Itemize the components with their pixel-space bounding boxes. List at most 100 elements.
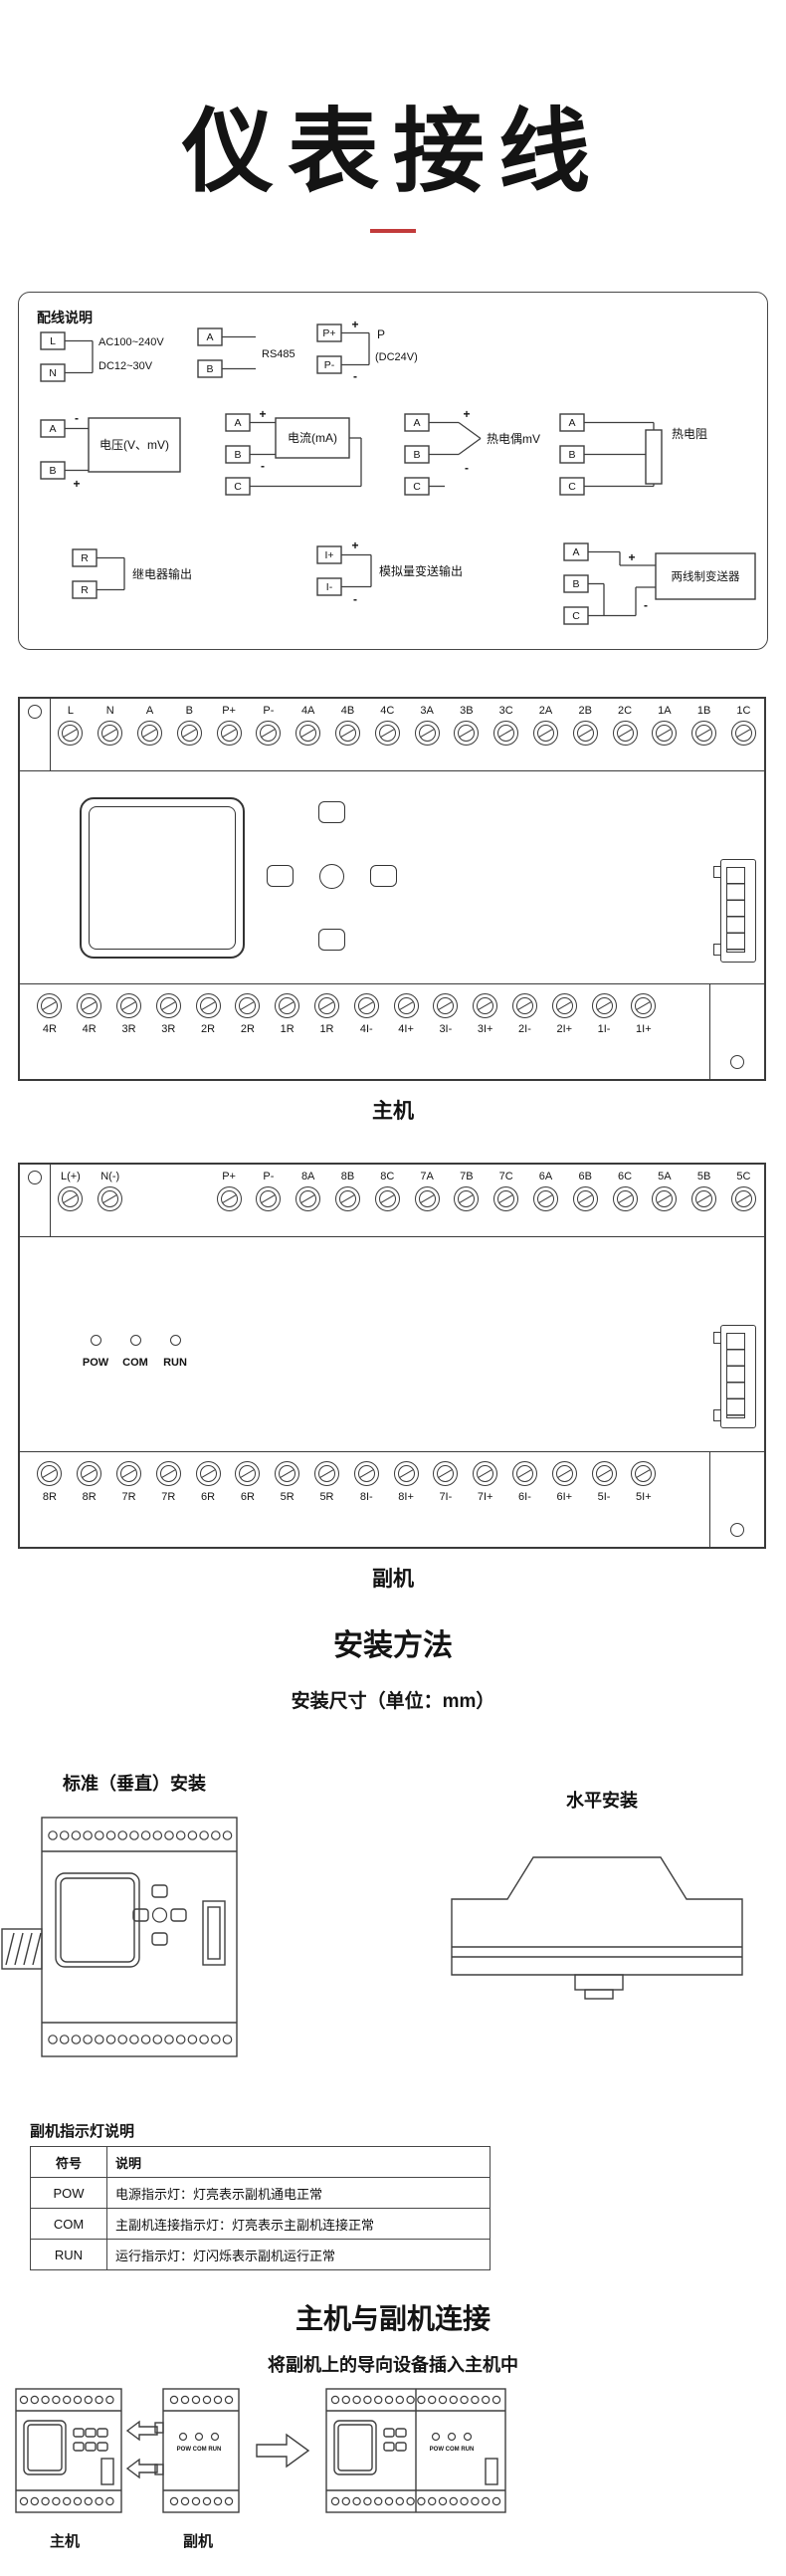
terminal-label: 6A [538,1171,553,1182]
terminal: 5R [268,1452,307,1547]
up-key [318,801,345,823]
terminal-letter: B [568,449,575,461]
screw-terminal [652,721,678,746]
voltage-input-diagram: A B 电压(V、mV) - + [40,411,181,491]
terminal: 5I+ [624,1452,664,1547]
screw-terminal [353,1461,379,1486]
horizontal-install-drawing [451,1856,743,2000]
terminal-label: 4R [42,1023,57,1035]
header-description: 说明 [106,2146,491,2178]
terminal: 6I- [505,1452,545,1547]
terminal-letter: A [234,417,241,429]
p-label: P [377,327,385,341]
screw-terminal [235,993,261,1018]
terminal: 3A [407,699,447,770]
connection-drawing: POW COM RUN POW COM RUN 主机 副机 [15,2388,506,2550]
connection-subheading: 将副机上的导向设备插入主机中 [268,2355,518,2375]
plus-sign: + [628,550,635,564]
minus-sign: - [353,592,357,606]
main-device-face [20,771,764,983]
screw-terminal [275,1461,300,1486]
terminal-dots [169,2496,234,2506]
wiring-config-box: 配线说明 L N AC100~240V DC12~30V A B RS485 [18,292,768,650]
screw-terminal [473,1461,498,1486]
screw-terminal [414,721,440,746]
terminal-label: 3R [161,1023,176,1035]
horizontal-install-label: 水平安装 [566,1791,638,1811]
enter-key [319,864,344,889]
terminal: P- [249,1165,289,1236]
power-ac-label: AC100~240V [98,336,164,348]
right-key [370,865,397,887]
terminal: 2I- [505,984,545,1079]
terminal-label: 4C [380,705,395,717]
relay-label: 继电器输出 [132,566,192,581]
combined-unit [325,2388,506,2513]
terminal-label: 7I- [439,1491,453,1503]
page-title: 仪表接线 [181,102,604,203]
screw-terminal [631,1461,657,1486]
screw-terminal [313,1461,339,1486]
screw-terminal [77,1461,102,1486]
terminal-label: 6R [240,1491,255,1503]
terminal-label: 6R [201,1491,216,1503]
terminal: 2R [228,984,268,1079]
led-table-title: 副机指示灯说明 [30,2123,135,2140]
terminal: 4R [30,984,70,1079]
screw-terminal [454,1186,480,1211]
terminal: 5A [645,1165,685,1236]
connector-tab [713,866,721,878]
terminal: 7R [109,1452,149,1547]
terminal-label: 5A [658,1171,672,1182]
screw-terminal [353,993,379,1018]
terminal: 3R [148,984,188,1079]
current-label: 电流(mA) [288,431,337,445]
terminal-label: 5I- [597,1491,611,1503]
screw-terminal [195,1461,221,1486]
rtd-diagram: A B C 热电阻 [559,413,707,496]
vertical-install-label: 标准（垂直）安装 [63,1774,206,1794]
terminal-label: B [185,705,193,717]
terminal: N(-) [91,1165,130,1236]
guide-pin [154,2422,164,2434]
screw-terminal [652,1186,678,1211]
led-status-table: 符号 说明 POW 电源指示灯：灯亮表示副机通电正常 COM 主副机连接指示灯：… [30,2146,491,2270]
screw-terminal [511,993,537,1018]
terminal-letter: A [413,417,420,429]
plus-sign: + [351,538,358,552]
title-underline [370,229,416,233]
terminal-label: 6I+ [556,1491,573,1503]
screw-terminal [256,721,282,746]
terminal: 1I- [584,984,624,1079]
screw-terminal [691,721,717,746]
pow-led-icon [90,1335,101,1346]
terminal-label: 2R [240,1023,255,1035]
terminal-label: 3B [460,705,474,717]
terminal-label: 1B [696,705,711,717]
lcd-display [80,797,245,959]
terminal-letter: A [568,417,575,429]
terminal-letter: A [49,423,56,435]
mounting-corner [20,1165,51,1236]
terminal: 5B [685,1165,724,1236]
screw-terminal [433,1461,459,1486]
terminal-dots [19,2395,114,2405]
screw-terminal [155,993,181,1018]
terminal-label: 5B [696,1171,711,1182]
table-row: RUN 运行指示灯：灯闪烁表示副机运行正常 [30,2239,491,2270]
connector-pins [726,867,745,953]
terminal-label: 7I+ [477,1491,493,1503]
cell-symbol: COM [30,2208,107,2240]
terminal-letter: A [206,331,213,343]
terminal: 7I- [426,1452,466,1547]
install-size-heading: 安装尺寸（单位：mm） [291,1691,495,1712]
terminal: 6I+ [544,1452,584,1547]
wiring-config-diagram: 配线说明 L N AC100~240V DC12~30V A B RS485 [37,310,756,625]
cell-description: 电源指示灯：灯亮表示副机通电正常 [106,2177,491,2209]
terminal-label: N(-) [100,1171,120,1182]
terminal-label: 2I- [518,1023,531,1035]
